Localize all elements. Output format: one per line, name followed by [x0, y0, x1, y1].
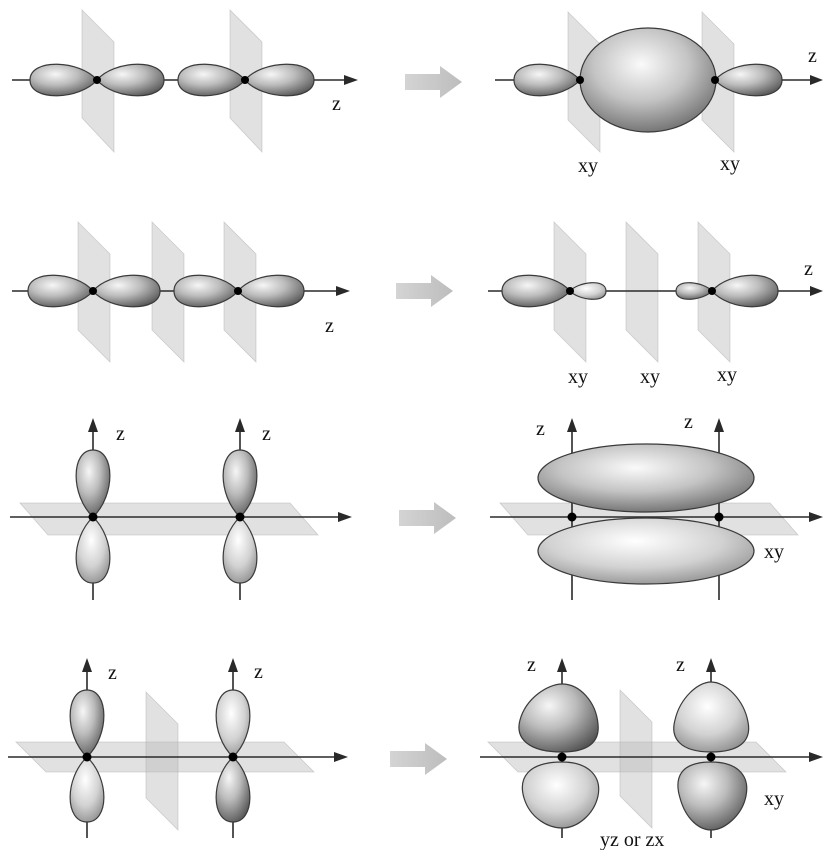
plane-label: xy — [717, 364, 737, 386]
plane-label: xy — [764, 541, 784, 563]
pi-antibonding-lobe — [674, 682, 749, 752]
z-axis-label: z — [262, 423, 271, 445]
z-axis-label: z — [108, 662, 117, 684]
transition-arrow — [405, 66, 462, 98]
row-1-right-sigma-mo: z xy xy — [495, 12, 823, 177]
pi-antibonding-lobe — [678, 762, 747, 830]
z-axis-arrowhead — [706, 658, 716, 672]
z-axis-label: z — [676, 654, 685, 676]
nucleus — [236, 513, 245, 522]
z-axis-label: z — [808, 45, 817, 67]
nucleus — [241, 76, 249, 84]
transition-arrow — [399, 502, 456, 534]
z-axis-arrowhead — [228, 658, 238, 672]
z-axis-label: z — [527, 654, 536, 676]
nucleus — [708, 287, 716, 295]
row-3-right-pi-mo: z z xy — [490, 411, 823, 600]
nucleus — [568, 513, 577, 522]
z-axis-label: z — [116, 423, 125, 445]
nucleus — [234, 287, 242, 295]
nucleus — [83, 753, 92, 762]
axis-arrowhead — [809, 512, 823, 522]
transition-arrow — [390, 743, 447, 775]
row-2-right-sigma-star-mo: z xy xy xy — [488, 222, 823, 388]
nucleus — [229, 753, 238, 762]
pi-antibonding-lobe — [519, 684, 598, 752]
z-axis-label: z — [332, 93, 341, 115]
nucleus — [707, 753, 716, 762]
nodal-plane-yz — [146, 692, 178, 830]
nucleus — [93, 76, 101, 84]
pi-bonding-lobe-lower — [538, 518, 754, 584]
nucleus — [566, 287, 574, 295]
nodal-plane-xy — [20, 503, 318, 535]
pi-bonding-lobe-upper — [538, 444, 754, 512]
transition-arrow — [396, 275, 453, 307]
z-axis-label: z — [684, 411, 693, 433]
nucleus — [711, 76, 719, 84]
z-axis-arrowhead — [344, 75, 358, 85]
nodal-plane-xy — [626, 222, 658, 362]
row-4-right-pi-star-mo: z z xy yz or zx — [480, 654, 823, 850]
z-axis-arrowhead — [336, 286, 350, 296]
plane-label: yz or zx — [600, 829, 664, 850]
nucleus — [89, 287, 97, 295]
z-axis-arrowhead — [567, 418, 577, 432]
plane-label: xy — [764, 788, 784, 810]
nucleus — [715, 513, 724, 522]
nucleus — [576, 76, 584, 84]
z-axis-arrowhead — [235, 418, 245, 432]
z-axis-label: z — [254, 661, 263, 683]
row-3-left-pi-bonding: z z — [10, 418, 352, 600]
row-3-arrow — [399, 502, 456, 534]
nucleus — [89, 513, 98, 522]
nodal-plane-yz — [620, 690, 652, 828]
sigma-bonding-lobe — [580, 28, 716, 132]
row-1-left-sigma-bonding: z — [12, 10, 358, 152]
plane-label: xy — [720, 153, 740, 175]
nucleus — [558, 753, 567, 762]
z-axis-arrowhead — [810, 75, 823, 85]
row-4-left-pi-antibonding: z z — [8, 658, 348, 838]
row-1-arrow — [405, 66, 462, 98]
row-2-left-sigma-antibonding: z — [12, 222, 350, 362]
pi-antibonding-lobe — [522, 762, 598, 828]
z-axis-label: z — [536, 418, 545, 440]
z-axis-arrowhead — [810, 286, 823, 296]
z-axis-arrowhead — [557, 658, 567, 672]
z-axis-label: z — [804, 258, 813, 280]
row-2-arrow — [396, 275, 453, 307]
z-axis-label: z — [325, 315, 334, 337]
z-axis-arrowhead — [88, 418, 98, 432]
plane-label: xy — [578, 155, 598, 177]
axis-arrowhead — [338, 512, 352, 522]
plane-label: xy — [640, 366, 660, 388]
axis-arrowhead — [809, 752, 823, 762]
plane-label: xy — [568, 366, 588, 388]
axis-arrowhead — [334, 752, 348, 762]
z-axis-arrowhead — [714, 418, 724, 432]
row-4-arrow — [390, 743, 447, 775]
z-axis-arrowhead — [82, 658, 92, 672]
